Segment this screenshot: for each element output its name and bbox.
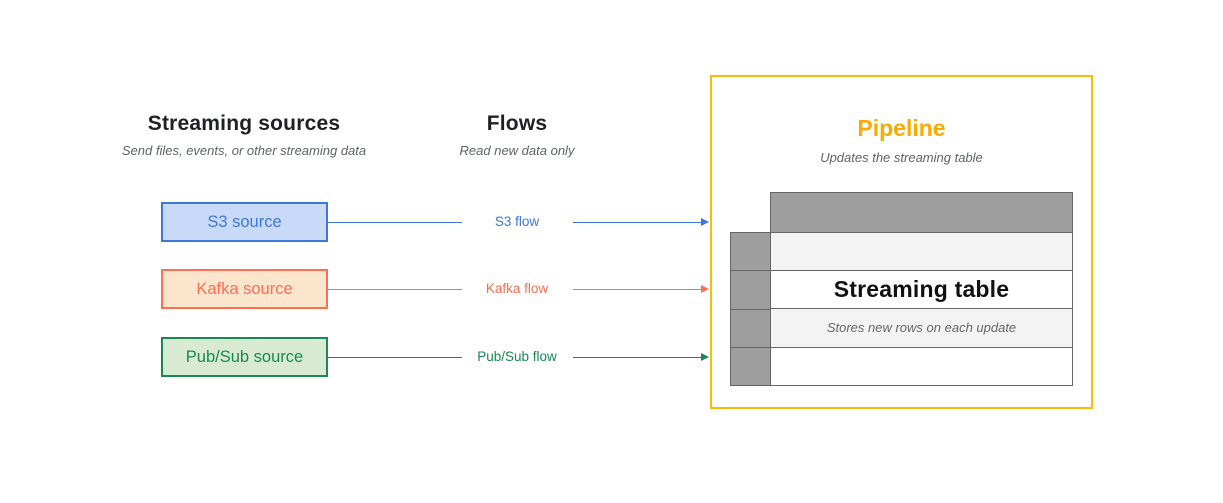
kafka-flow-line-left <box>327 288 462 290</box>
row-header-cell <box>731 347 771 385</box>
flows-subtitle: Read new data only <box>459 143 575 158</box>
row-header-cell <box>731 271 771 310</box>
table-row <box>771 231 1072 270</box>
pubsub-flow-line-left <box>327 356 462 358</box>
flows-heading: Flows <box>486 112 548 135</box>
table-row: Streaming table <box>771 269 1072 308</box>
table-row-header-column <box>730 232 772 386</box>
pubsub-source-label: Pub/Sub source <box>185 347 304 366</box>
pubsub-source-box: Pub/Sub source <box>161 337 328 377</box>
kafka-flow-label: Kafka flow <box>485 281 549 296</box>
row-header-cell <box>731 233 771 272</box>
row-header-cell <box>731 309 771 348</box>
s3-flow-line-left <box>327 221 462 223</box>
pipeline-subtitle: Updates the streaming table <box>820 150 983 165</box>
pubsub-flow-label: Pub/Sub flow <box>477 349 557 364</box>
s3-flow-arrowhead-icon <box>701 217 709 226</box>
flows-heading-group: Flows Read new data only <box>407 112 627 158</box>
s3-flow-line-right <box>573 221 702 223</box>
table-header-bar <box>771 193 1072 232</box>
kafka-source-box: Kafka source <box>161 269 328 309</box>
streaming-sources-heading: Streaming sources <box>147 112 341 135</box>
kafka-source-label: Kafka source <box>196 279 293 298</box>
streaming-table-graphic: Streaming table Stores new rows on each … <box>770 192 1073 386</box>
streaming-table-title: Streaming table <box>833 276 1010 303</box>
kafka-flow-arrowhead-icon <box>701 284 709 293</box>
s3-source-label: S3 source <box>207 212 282 231</box>
pubsub-flow-line-right <box>573 356 702 358</box>
s3-source-box: S3 source <box>161 202 328 242</box>
kafka-flow-line-right <box>573 288 702 290</box>
streaming-table-subtitle: Stores new rows on each update <box>826 320 1017 336</box>
pubsub-flow-arrowhead-icon <box>701 352 709 361</box>
table-row: Stores new rows on each update <box>771 308 1072 347</box>
streaming-sources-subtitle: Send files, events, or other streaming d… <box>121 143 367 158</box>
pipeline-title: Pipeline <box>857 115 946 141</box>
streaming-sources-heading-group: Streaming sources Send files, events, or… <box>84 112 404 158</box>
table-row <box>771 346 1072 385</box>
s3-flow-label: S3 flow <box>494 214 540 229</box>
